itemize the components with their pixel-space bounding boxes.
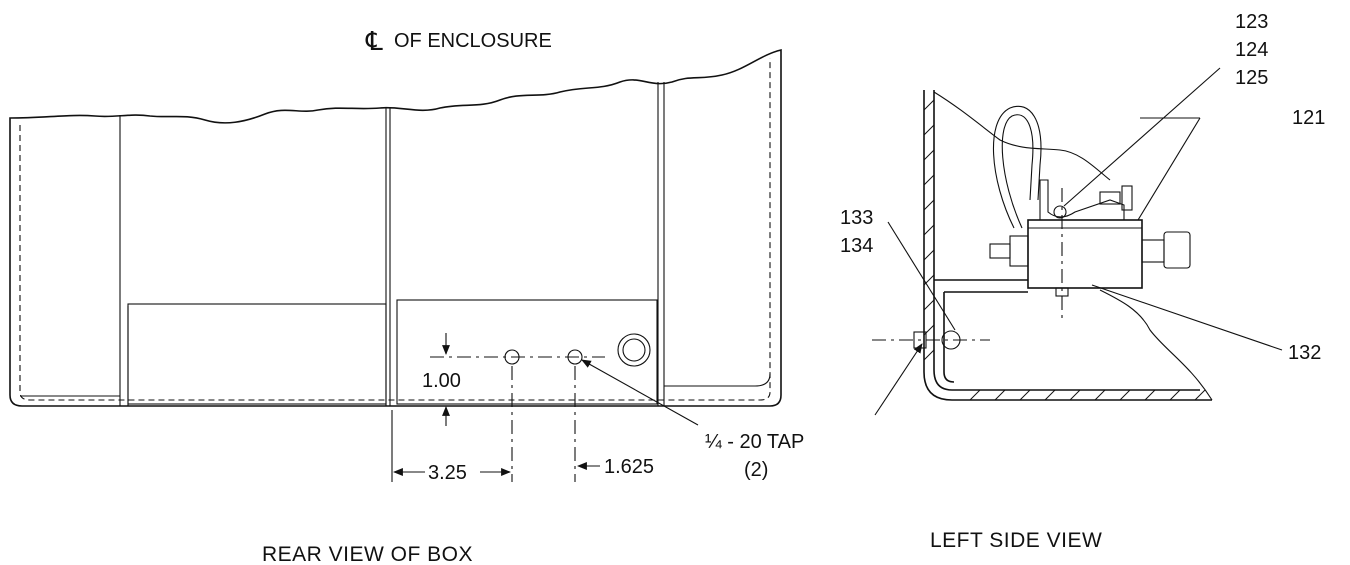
stud-nut [1009, 235, 1029, 267]
rear-view: 1.00 3.25 1.625 ¼ - 20 TAP (2) ℄ OF ENCL… [9, 26, 804, 565]
tap-leader [581, 359, 699, 426]
tap-label: ¼ - 20 TAP [705, 431, 804, 453]
hook-bracket [1039, 179, 1125, 220]
tap-qty: (2) [744, 459, 768, 481]
right-bay-bottom [664, 373, 771, 387]
leader-mount [874, 343, 923, 416]
stud-thread [989, 243, 1011, 259]
hook-pin [1053, 205, 1067, 219]
callout-124: 124 [1235, 39, 1268, 61]
side-view-title: LEFT SIDE VIEW [930, 529, 1102, 552]
side-wall-inner [933, 90, 1200, 391]
grommet-outer [617, 333, 651, 367]
callout-134: 134 [840, 235, 873, 257]
bottom-plate-left [127, 303, 387, 405]
wall-hatching [923, 99, 1206, 401]
rear-box-outline [9, 48, 782, 407]
centerline-label: OF ENCLOSURE [394, 30, 552, 52]
bail-handle [993, 105, 1042, 229]
thumb-screw [1141, 239, 1165, 263]
leader-132 [1091, 284, 1283, 351]
callout-121: 121 [1292, 107, 1325, 129]
leader-133 [887, 221, 956, 331]
leader-121-drop [1137, 117, 1201, 221]
clamp-bottom-screw [1055, 287, 1069, 297]
rear-view-title: REAR VIEW OF BOX [262, 543, 473, 565]
dim-hole-2-text: 1.625 [604, 456, 654, 478]
rear-inner-wall-hidden [19, 58, 771, 401]
callout-133: 133 [840, 207, 873, 229]
bail-handle-inner [1001, 114, 1034, 229]
dim-hole-1-text: 3.25 [428, 462, 467, 484]
grommet-inner [622, 338, 646, 362]
hook-screw-head [1121, 185, 1133, 211]
side-break-line [933, 91, 1111, 181]
hook-screw [1099, 191, 1121, 205]
bottom-plate-right [396, 299, 658, 405]
centerline-symbol: ℄ [365, 26, 383, 56]
leader-123 [1063, 67, 1221, 207]
callout-132: 132 [1288, 342, 1321, 364]
clamp-block [1027, 219, 1143, 289]
dim-vertical-text: 1.00 [422, 370, 461, 392]
side-view: 123 124 125 121 133 134 132 LEFT SIDE VI… [840, 11, 1325, 552]
side-break-line-lower [1099, 289, 1213, 401]
thumb-screw-head [1163, 231, 1191, 269]
callout-125: 125 [1235, 67, 1268, 89]
callout-123: 123 [1235, 11, 1268, 33]
side-wall-outline [923, 90, 1212, 401]
bracket-shelf [934, 279, 1028, 383]
